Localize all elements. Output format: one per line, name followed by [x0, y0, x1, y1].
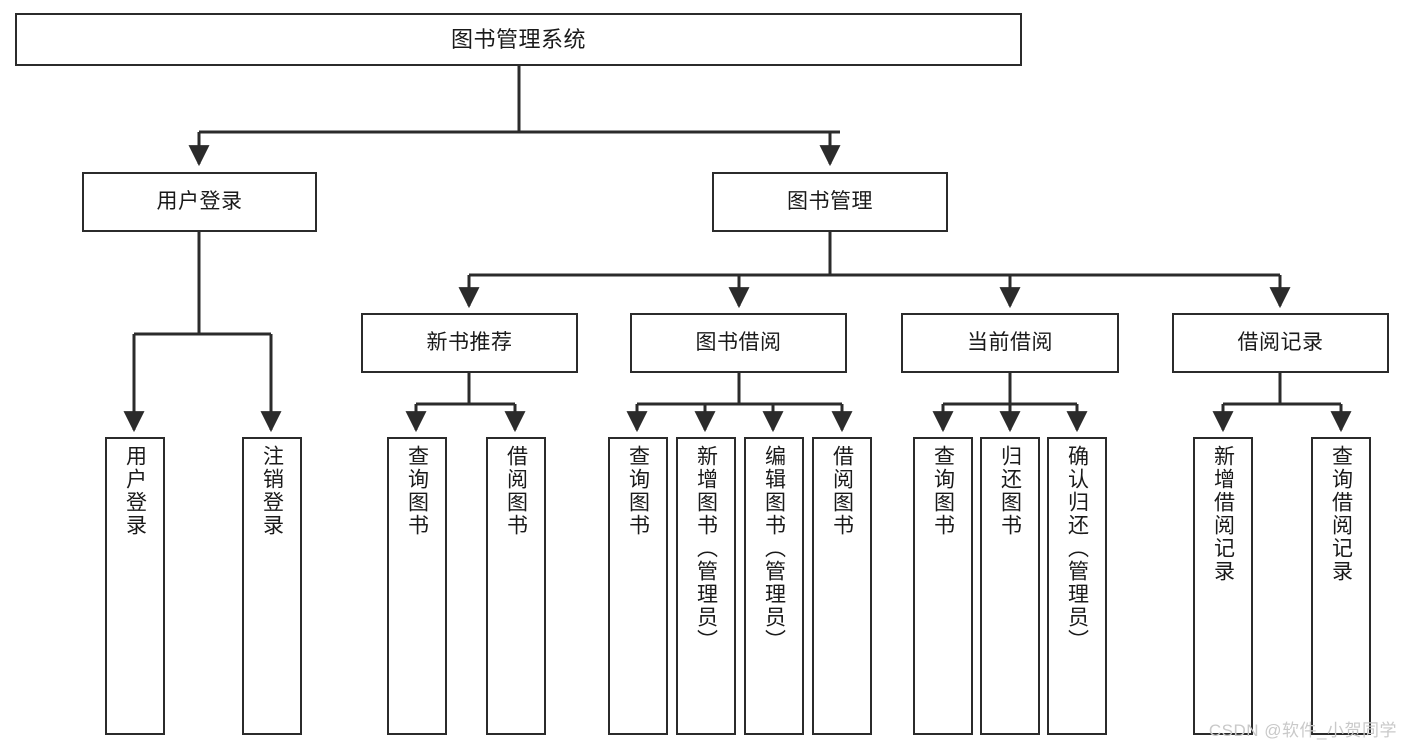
- node-label: 借阅记录: [1237, 331, 1324, 355]
- node-label: 借阅图书: [830, 445, 854, 537]
- node-label: 查询借阅记录: [1329, 445, 1353, 583]
- leaf-query-borrow-record[interactable]: 查询借阅记录: [1311, 437, 1371, 735]
- node-label: 借阅图书: [504, 445, 528, 537]
- node-user-login[interactable]: 用户登录: [82, 172, 317, 232]
- node-book-borrow[interactable]: 图书借阅: [630, 313, 847, 373]
- watermark: CSDN @软件_小贺同学: [1208, 721, 1397, 740]
- leaf-user-login[interactable]: 用户登录: [105, 437, 165, 735]
- leaf-borrow-book[interactable]: 借阅图书: [812, 437, 872, 735]
- node-root-book-management-system[interactable]: 图书管理系统: [15, 13, 1022, 66]
- node-label: 用户登录: [156, 190, 243, 214]
- leaf-add-borrow-record[interactable]: 新增借阅记录: [1193, 437, 1253, 735]
- node-label: 图书管理系统: [450, 26, 586, 52]
- leaf-logout[interactable]: 注销登录: [242, 437, 302, 735]
- node-label: 新增借阅记录: [1211, 445, 1235, 583]
- node-new-book-recommendation[interactable]: 新书推荐: [361, 313, 578, 373]
- node-label: 确认归还（管理员）: [1065, 445, 1089, 652]
- node-label: 新增图书（管理员）: [694, 445, 718, 652]
- node-current-borrow[interactable]: 当前借阅: [901, 313, 1119, 373]
- node-label: 查询图书: [931, 445, 955, 537]
- leaf-confirm-return-admin[interactable]: 确认归还（管理员）: [1047, 437, 1107, 735]
- node-label: 编辑图书（管理员）: [762, 445, 786, 652]
- leaf-query-book-current[interactable]: 查询图书: [913, 437, 973, 735]
- leaf-add-book-admin[interactable]: 新增图书（管理员）: [676, 437, 736, 735]
- node-label: 归还图书: [998, 445, 1022, 537]
- leaf-return-book[interactable]: 归还图书: [980, 437, 1040, 735]
- leaf-query-book-new-rec[interactable]: 查询图书: [387, 437, 447, 735]
- node-label: 图书管理: [787, 190, 873, 214]
- leaf-edit-book-admin[interactable]: 编辑图书（管理员）: [744, 437, 804, 735]
- leaf-query-book-borrow[interactable]: 查询图书: [608, 437, 668, 735]
- node-book-management[interactable]: 图书管理: [712, 172, 948, 232]
- node-label: 当前借阅: [967, 331, 1053, 355]
- node-label: 图书借阅: [695, 331, 782, 355]
- node-label: 查询图书: [405, 445, 429, 537]
- leaf-borrow-book-new-rec[interactable]: 借阅图书: [486, 437, 546, 735]
- node-label: 查询图书: [626, 445, 650, 537]
- node-label: 注销登录: [260, 445, 284, 537]
- node-borrow-record[interactable]: 借阅记录: [1172, 313, 1389, 373]
- node-label: 新书推荐: [426, 331, 513, 355]
- node-label: 用户登录: [123, 445, 147, 537]
